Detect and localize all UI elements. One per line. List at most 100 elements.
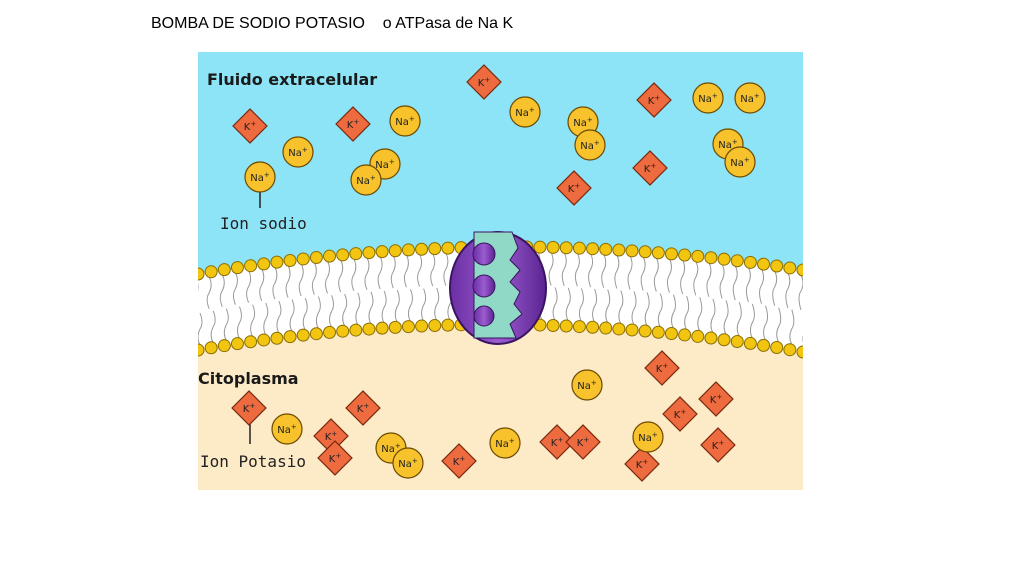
phospholipid-head [757, 338, 771, 352]
lipid-tail [772, 270, 782, 343]
phospholipid-head [375, 245, 389, 259]
phospholipid-head [559, 319, 573, 333]
potassium-ion: K+ [466, 64, 502, 100]
phospholipid-head [783, 343, 797, 357]
sodium-ion: Na+ [574, 129, 606, 161]
sodium-ion: Na+ [734, 82, 766, 114]
lipid-tail [219, 274, 229, 341]
phospholipid-head [796, 345, 803, 359]
phospholipid-head [691, 329, 705, 343]
lipid-tail [403, 254, 413, 322]
phospholipid-head [204, 265, 218, 279]
lipid-tail [351, 258, 361, 326]
lipid-tail [272, 266, 282, 334]
potassium-ion: K+ [632, 150, 668, 186]
potassium-ion: K+ [335, 106, 371, 142]
lipid-tail [311, 262, 321, 329]
sodium-ion: Na+ [509, 96, 541, 128]
phospholipid-head [546, 240, 560, 254]
phospholipid-head [349, 323, 363, 337]
phospholipid-head [283, 330, 297, 344]
lipid-tail [338, 259, 348, 327]
lipid-tails [198, 251, 803, 346]
phospholipid-head [198, 343, 205, 357]
sodium-ion: Na+ [271, 413, 303, 445]
potassium-ion: K+ [232, 108, 268, 144]
lipid-tail [614, 254, 624, 325]
potassium-ion: K+ [565, 424, 601, 460]
phospholipid-head [296, 328, 310, 342]
potassium-ion: K+ [662, 396, 698, 432]
phospholipid-head [257, 333, 271, 347]
phospholipid-head [230, 261, 244, 275]
phospholipid-head [664, 327, 678, 341]
potassium-callout-label: Ion Potasio [200, 452, 306, 471]
phospholipid-head [244, 335, 258, 349]
phospholipid-head [730, 254, 744, 268]
potassium-ion: K+ [441, 443, 477, 479]
lipid-tail [430, 253, 440, 321]
potassium-ion: K+ [317, 440, 353, 476]
lipid-tail [198, 282, 203, 346]
phospholipid-head [217, 263, 231, 277]
sodium-ion: Na+ [489, 427, 521, 459]
phospholipid-head [388, 244, 402, 258]
phospholipid-head [559, 241, 573, 255]
phospholipid-head [257, 257, 271, 271]
phospholipid-head [217, 339, 231, 353]
lipid-tail [627, 255, 637, 326]
lipid-tail [732, 265, 742, 337]
sodium-ion: Na+ [692, 82, 724, 114]
phospholipid-head [270, 255, 284, 269]
phospholipid-head [599, 321, 613, 335]
phospholipid-head [586, 320, 600, 334]
sodium-ion: Na+ [350, 164, 382, 196]
phospholipid-head [638, 245, 652, 259]
phospholipid-head [230, 337, 244, 351]
potassium-ion: K+ [539, 424, 575, 460]
phospholipid-head [441, 241, 455, 255]
phospholipid-head [757, 257, 771, 271]
ions-layer: K+K+K+K+K+K+Na+Na+Na+Na+Na+Na+Na+Na+Na+N… [231, 64, 766, 482]
phospholipid-head [678, 328, 692, 342]
phospholipid-head [362, 322, 376, 336]
lipid-tail [232, 272, 242, 339]
phospholipid-head [323, 325, 337, 339]
lipid-tail [640, 256, 650, 327]
phospholipid-head [625, 244, 639, 258]
phospholipid-head [283, 253, 297, 267]
sodium-ion: Na+ [389, 105, 421, 137]
phospholipid-head [375, 321, 389, 335]
phospholipid-head [401, 320, 415, 334]
phospholipid-head [309, 250, 323, 264]
lipid-tail [285, 265, 295, 332]
phospholipid-head [415, 242, 429, 256]
potassium-ion: K+ [698, 381, 734, 417]
lipid-tail [588, 253, 598, 323]
lipid-tail [574, 252, 584, 322]
lipid-tail [417, 253, 427, 322]
sodium-potassium-pump-diagram: Fluido extracelular Citoplasma Ion sodio… [198, 52, 803, 490]
lipid-tail [325, 260, 335, 328]
lipid-tail [561, 252, 571, 322]
potassium-ion: K+ [231, 390, 267, 426]
extracellular-label: Fluido extracelular [207, 70, 377, 89]
cytoplasm-label: Citoplasma [198, 369, 299, 388]
phospholipid-head [428, 319, 442, 333]
phospholipid-head [717, 333, 731, 347]
lipid-tail [377, 256, 387, 324]
phospholipid-head [625, 323, 639, 337]
sodium-ion: Na+ [632, 421, 664, 453]
phospholipid-head [349, 247, 363, 261]
lipid-tail [259, 268, 269, 336]
phospholipid-head [783, 261, 797, 275]
lipid-tail [798, 274, 803, 344]
lipid-tail [653, 257, 663, 328]
lipid-tail [719, 263, 729, 335]
phospholipid-head [651, 246, 665, 260]
potassium-ion: K+ [624, 446, 660, 482]
phospholipid-head [336, 324, 350, 338]
phospholipid-head [204, 341, 218, 355]
phospholipid-head [586, 242, 600, 256]
atpase-pump [449, 231, 547, 345]
